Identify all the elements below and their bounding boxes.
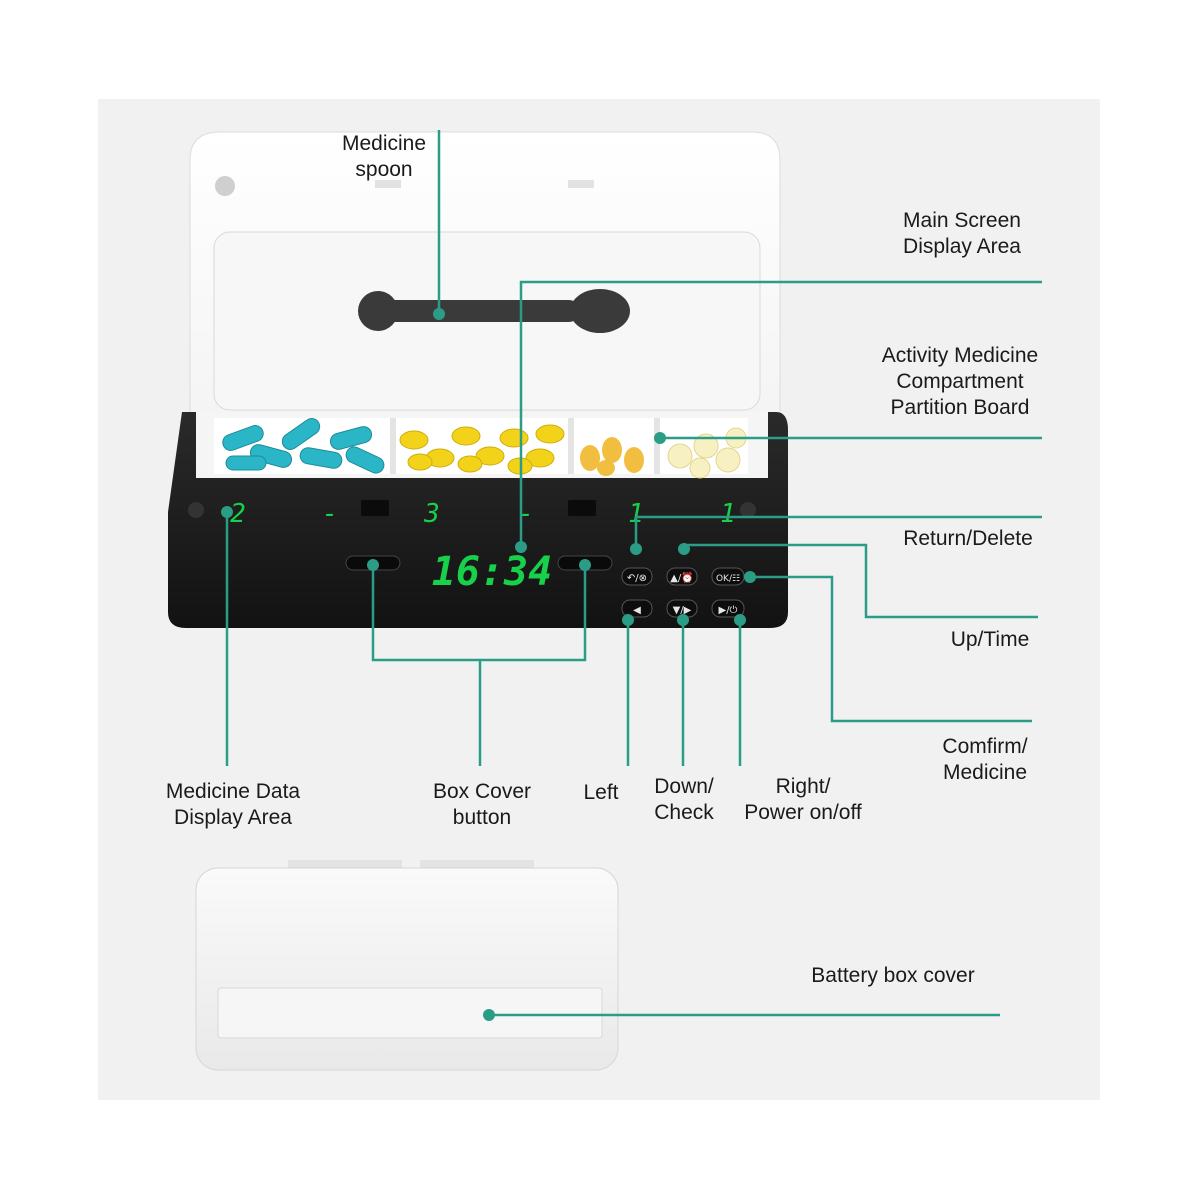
up-time-button[interactable]: ▲/⏰: [667, 568, 697, 585]
label-right-power: Right/Power on/off: [730, 774, 876, 826]
battery-box-cover: [196, 860, 618, 1070]
compartment-digit-6: 1: [720, 499, 736, 529]
up-time-icon: ▲/⏰: [670, 571, 694, 584]
confirm-medicine-icon: OK/☷: [716, 574, 740, 584]
device-body: 2 - 3 - 1 1 16:34: [168, 412, 788, 628]
main-clock-display: 16:34: [432, 549, 552, 595]
pills-white: [660, 418, 748, 478]
pills-yellow: [396, 418, 568, 474]
compartment-digit-3: 3: [423, 499, 440, 529]
label-down-check: Down/Check: [640, 774, 728, 826]
return-delete-button[interactable]: ↶/⊗: [622, 568, 652, 585]
left-arrow-icon: ◀: [633, 605, 641, 616]
label-return-delete: Return/Delete: [890, 526, 1046, 552]
label-confirm-medicine: Comfirm/Medicine: [926, 734, 1044, 786]
return-delete-icon: ↶/⊗: [627, 573, 647, 584]
pills-softgel: [574, 418, 656, 476]
compartment-digit-2: -: [322, 499, 338, 529]
lid-hole-icon: [215, 176, 235, 196]
pills-blue: [214, 415, 390, 475]
lid: [190, 132, 780, 420]
label-left: Left: [572, 780, 630, 806]
confirm-medicine-button[interactable]: OK/☷: [712, 568, 744, 585]
label-battery-cover: Battery box cover: [790, 963, 996, 989]
right-power-icon: ▶/⏻: [719, 605, 738, 616]
label-up-time: Up/Time: [940, 627, 1040, 653]
